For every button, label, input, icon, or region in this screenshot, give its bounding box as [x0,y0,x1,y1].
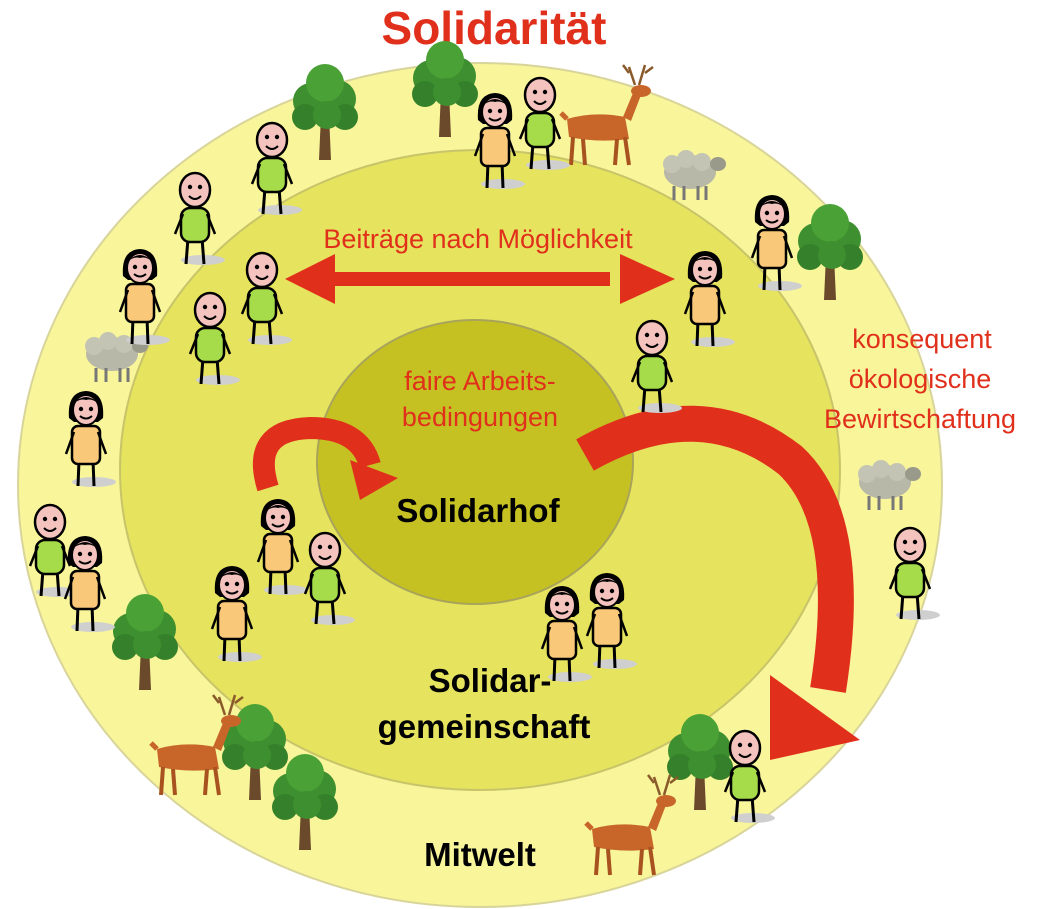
label-eco-line3: Bewirtschaftung [824,404,1016,434]
curved-arrow-small-icon [252,416,398,500]
label-solidargemeinschaft-line2: gemeinschaft [378,708,591,745]
label-solidarhof: Solidarhof [396,492,560,529]
curved-arrow-large-icon [576,405,860,760]
label-mitwelt: Mitwelt [424,836,536,873]
label-solidargemeinschaft-line1: Solidar- [429,662,552,699]
label-fair-work-line1: faire Arbeits- [404,366,556,396]
label-eco-line1: konsequent [852,324,992,354]
inner-ring-solidarhof [316,319,634,605]
label-eco-line2: ökologische [849,364,992,394]
double-arrow-icon [285,254,675,304]
diagram-title: Solidarität [382,2,607,54]
label-contributions: Beiträge nach Möglichkeit [323,224,633,254]
label-fair-work-line2: bedingungen [402,402,558,432]
